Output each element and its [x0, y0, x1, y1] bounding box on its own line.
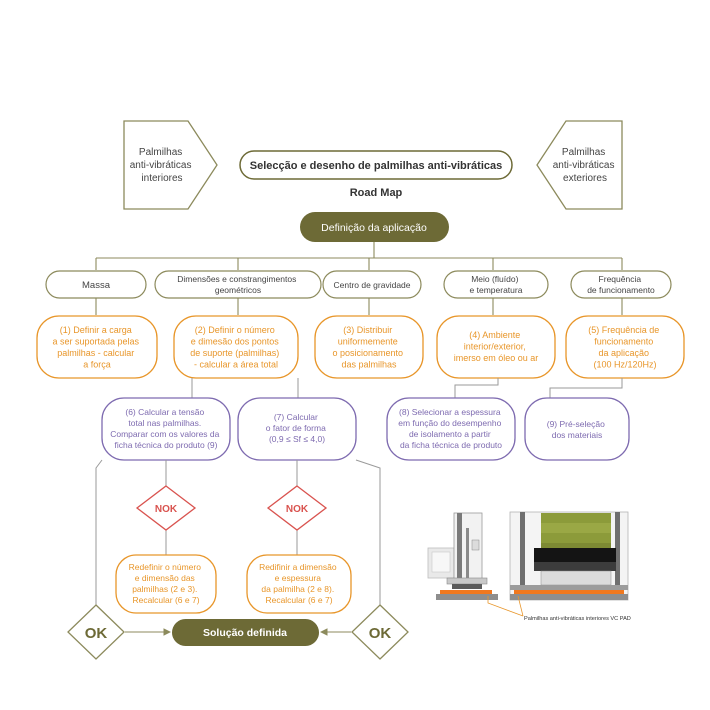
category-label: Meio (fluído) e temperatura — [470, 274, 523, 295]
diagram-subtitle: Road Map — [350, 187, 403, 199]
nok-label: NOK — [286, 504, 309, 515]
left-arrow-line: interiores — [141, 173, 182, 184]
right-arrow-shape — [536, 120, 623, 210]
step-7-label: (7) Calcular o fator de forma (0,9 ≤ Sf … — [266, 412, 328, 444]
left-arrow-label: Palmilhas anti-vibráticas interiores — [130, 147, 194, 184]
category-centro-gravidade: Centro de gravidade — [322, 270, 422, 299]
diagram-title: Selecção e desenho de palmilhas anti-vib… — [250, 160, 503, 172]
solution-label: Solução definida — [203, 627, 287, 639]
step-5-box — [565, 315, 685, 379]
ok-diamond-left: OK — [67, 604, 125, 660]
step-1-box — [36, 315, 158, 379]
right-arrow-line: exteriores — [563, 173, 607, 184]
step-4-box — [436, 315, 556, 379]
step-8-label: (8) Selecionar a espessura em função do … — [398, 407, 503, 450]
title-box — [239, 150, 513, 180]
right-arrow-line: anti-vibráticas — [553, 160, 615, 171]
step-4-label: (4) Ambiente interior/exterior, imerso e… — [454, 330, 539, 363]
redefine-left-label: Redefinir o número e dimensão das palmil… — [129, 562, 204, 605]
photo-caption: Palmilhas anti-vibráticas interiores VC … — [524, 616, 631, 622]
purple-step-boxes — [101, 397, 630, 461]
nok-diamond-left: NOK — [135, 485, 197, 531]
left-arrow-line: anti-vibráticas — [130, 160, 192, 171]
ok-label: OK — [369, 625, 392, 642]
nok-diamond-right: NOK — [266, 485, 328, 531]
nok-label: NOK — [155, 504, 178, 515]
definition-box — [300, 212, 449, 242]
left-arrow-line: Palmilhas — [139, 147, 182, 158]
step-3-label: (3) Distribuir uniformemente o posiciona… — [332, 325, 405, 370]
ok-label: OK — [85, 625, 108, 642]
redefine-left-box — [115, 554, 217, 614]
redefine-right-box — [246, 554, 352, 614]
right-arrow-line: Palmilhas — [562, 147, 605, 158]
category-massa: Massa — [45, 270, 147, 299]
category-label: Centro de gravidade — [333, 280, 410, 290]
category-label: Massa — [82, 280, 111, 291]
step-2-box — [173, 315, 299, 379]
tree-connectors — [95, 242, 623, 270]
caption-leaders — [487, 595, 524, 617]
step-9-box — [524, 397, 630, 461]
category-dimensoes: Dimensões e constrangimentos geométricos — [154, 270, 322, 299]
step-8-box — [386, 397, 516, 461]
orange-step-boxes — [36, 315, 685, 379]
solution-box — [172, 619, 319, 646]
category-label: Frequência de funcionamento — [587, 274, 655, 295]
ok-diamond-right: OK — [351, 604, 409, 660]
step-6-label: (6) Calcular a tensão total nas palmilha… — [110, 407, 222, 450]
category-step-connectors — [95, 298, 623, 315]
step-3-box — [314, 315, 424, 379]
step-9-label: (9) Pré-seleção dos materiais — [547, 419, 607, 440]
category-frequencia: Frequência de funcionamento — [570, 270, 672, 299]
category-meio: Meio (fluído) e temperatura — [443, 270, 549, 299]
product-photo — [427, 511, 629, 601]
grey-connectors — [191, 378, 623, 398]
lower-connectors — [95, 459, 381, 605]
step-5-label: (5) Frequência de funcionamento da aplic… — [588, 325, 662, 370]
definition-label: Definição da aplicação — [321, 222, 427, 234]
category-label: Dimensões e constrangimentos geométricos — [177, 274, 298, 295]
step-2-label: (2) Definir o número e dimesão dos ponto… — [190, 325, 282, 370]
step-1-label: (1) Definir a carga a ser suportada pela… — [52, 325, 141, 370]
redefine-right-label: Redifinir a dimensão e espessura da palm… — [259, 562, 339, 605]
right-arrow-label: Palmilhas anti-vibráticas exteriores — [553, 147, 617, 184]
left-arrow-shape — [123, 120, 218, 210]
